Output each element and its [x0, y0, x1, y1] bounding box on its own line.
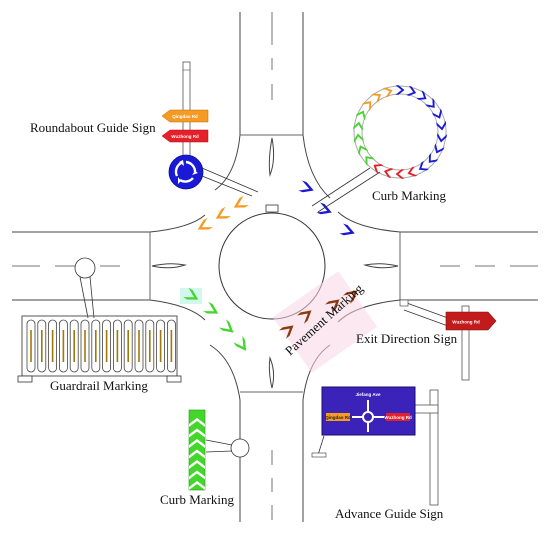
roundabout-guide-sign: Qingdao Rd Wuzhong Rd — [161, 61, 209, 190]
label-roundabout-guide-sign: Roundabout Guide Sign — [30, 120, 156, 135]
wuzhong-arrow-sign — [161, 129, 209, 143]
advance-roundabout-icon — [352, 400, 384, 432]
advance-left-panel — [326, 413, 350, 421]
qingdao-arrow-text: Qingdao Rd — [172, 114, 198, 119]
ring-chevron — [395, 169, 405, 179]
post-chevron — [189, 460, 205, 469]
wuzhong-arrow-text: Wuzhong Rd — [171, 134, 199, 139]
label-exit-direction-sign: Exit Direction Sign — [356, 331, 458, 346]
exit-sign-text: Wuzhong Rd — [452, 320, 480, 325]
advance-guide-sign: Jiefang Ave Qingdao Rd Wuzhong Rd — [311, 386, 439, 506]
ring-chevron — [395, 85, 405, 95]
qingdao-arrow-sign — [161, 109, 209, 123]
advance-right-panel — [386, 413, 410, 421]
ring-pointer-line — [311, 167, 371, 207]
exit-arrow-panel — [445, 311, 497, 331]
roundabout-sign-disc — [168, 154, 204, 190]
post-chevron — [189, 481, 205, 490]
label-advance-guide-sign: Advance Guide Sign — [335, 506, 444, 521]
exit-direction-sign: Wuzhong Rd — [399, 299, 497, 381]
curb-marking-post — [188, 409, 250, 491]
guide-sign-pointer — [201, 175, 253, 197]
curb-marking-ring — [353, 85, 447, 179]
central-island — [218, 212, 326, 320]
advance-left-text: Qingdao Rd — [325, 415, 351, 420]
post-chevron — [189, 439, 205, 448]
label-curb-marking-bottom: Curb Marking — [160, 492, 235, 507]
post-chevron — [189, 449, 205, 459]
brown-pavement-chevrons — [272, 271, 378, 373]
advance-top-text: Jiefang Ave — [356, 392, 381, 397]
post-chevron — [189, 470, 205, 480]
guardrail-marking — [17, 257, 182, 383]
post-chevron — [189, 418, 205, 427]
label-guardrail-marking: Guardrail Marking — [50, 378, 148, 393]
green-pavement-chevrons — [180, 287, 251, 354]
post-chevron — [189, 428, 205, 438]
advance-right-text: Wuzhong Rd — [384, 415, 412, 420]
label-curb-marking-top: Curb Marking — [372, 188, 447, 203]
